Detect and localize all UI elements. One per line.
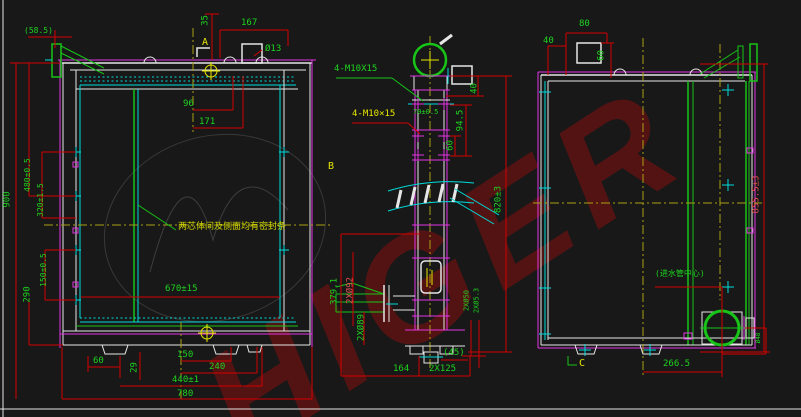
section-label-c: C bbox=[579, 358, 586, 369]
callout-bolts-top: 4-M10X15 bbox=[334, 64, 378, 74]
dim-45: (45) bbox=[443, 348, 465, 358]
side-view-geometry bbox=[533, 38, 762, 378]
section-label-a: A bbox=[202, 37, 209, 48]
dim-core-width: 670±15 bbox=[165, 284, 198, 294]
dim-v94-5: 94.5 bbox=[455, 109, 466, 132]
dim-hole-offset-v: 35 bbox=[200, 15, 211, 26]
dim-mount-span: 440±1 bbox=[172, 375, 200, 385]
dim-hole-dia: Ø13 bbox=[265, 44, 282, 54]
dim-v40: 40 bbox=[469, 83, 480, 94]
dim-164: 164 bbox=[393, 364, 410, 374]
side-view-dim-lines bbox=[547, 32, 770, 377]
front-view-dim-lines bbox=[10, 13, 313, 400]
dim-hole-dia-53: 2XØ5.3 bbox=[472, 287, 481, 314]
dim-top-60: 60 bbox=[596, 50, 607, 61]
section-label-b: B bbox=[328, 161, 335, 172]
dim-top-span: 167 bbox=[241, 18, 258, 28]
dim-pipe-dia-92: 2XØ92 bbox=[345, 276, 356, 305]
dim-height-290: 290 bbox=[22, 286, 33, 303]
dim-pipe-dia-48: Ø48 bbox=[755, 332, 762, 344]
dim-section-height: 820±3 bbox=[493, 185, 504, 214]
pipe-center-note: (进水管中心) bbox=[655, 269, 705, 278]
dim-pitch-171: 171 bbox=[199, 117, 216, 127]
front-view-geometry bbox=[44, 28, 332, 402]
dim-side-height: 855.5±3 bbox=[751, 175, 762, 214]
dim-pitch-96: 96 bbox=[183, 99, 194, 109]
section-view-dim-lines bbox=[340, 75, 512, 377]
dim-foot-29: 29 bbox=[129, 362, 140, 373]
seal-strip-note: 两芯体间及侧面均有密封条 bbox=[178, 222, 287, 232]
dim-foot-60: 60 bbox=[93, 356, 104, 366]
dim-2x125: 2X125 bbox=[429, 364, 457, 374]
dim-top-80: 80 bbox=[579, 19, 590, 29]
watermark-logo-ellipse bbox=[103, 133, 327, 323]
dim-height-150: 150±0.5 bbox=[39, 253, 48, 287]
dim-top-40: 40 bbox=[543, 36, 554, 46]
dim-foot-150: 150 bbox=[177, 350, 194, 360]
dim-width-total: 780 bbox=[177, 389, 194, 399]
dim-height-320: 320±1.5 bbox=[36, 183, 45, 217]
section-view-geometry bbox=[335, 33, 500, 368]
dim-foot-240: 240 bbox=[209, 362, 226, 372]
callout-bolts-mid: 4-M10×15 bbox=[352, 109, 396, 119]
dim-pipe-dia-50: 2XØ50 bbox=[462, 289, 471, 312]
dim-v60: 60 bbox=[445, 140, 456, 151]
dim-height-480: 480±0.5 bbox=[23, 158, 32, 192]
dim-pipe-dia-89: 2XØ89 bbox=[356, 313, 367, 342]
dim-pipe-center: 266.5 bbox=[663, 359, 691, 369]
dim-bolt-gap: 70±0.5 bbox=[413, 108, 439, 116]
dim-v379: 379.1 bbox=[329, 277, 340, 306]
dim-offset-left: (58.5) bbox=[24, 26, 53, 35]
dim-height-total: 900 bbox=[2, 191, 13, 208]
